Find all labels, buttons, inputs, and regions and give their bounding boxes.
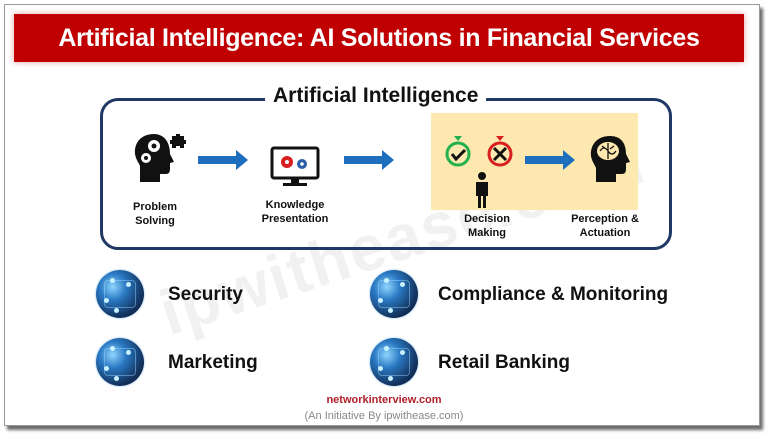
stage-label-problem-solving: Problem Solving bbox=[120, 200, 190, 228]
monitor-gears-icon bbox=[270, 146, 320, 186]
flow-arrow bbox=[344, 150, 394, 170]
head-gears-puzzle-icon bbox=[134, 134, 186, 182]
stage-label-perception-actuation: Perception & Actuation bbox=[560, 212, 650, 240]
stage-label-line2: Making bbox=[468, 227, 506, 239]
page-title: Artificial Intelligence: AI Solutions in… bbox=[58, 23, 700, 52]
stage-label-line1: Perception & bbox=[571, 213, 639, 225]
flow-arrow bbox=[525, 150, 575, 170]
stage-label-line1: Decision bbox=[464, 213, 510, 225]
decision-check-cross-person-icon bbox=[445, 136, 513, 208]
title-banner: Artificial Intelligence: AI Solutions in… bbox=[14, 14, 744, 62]
stage-label-line2: Presentation bbox=[261, 213, 329, 225]
flow-arrow bbox=[198, 150, 248, 170]
globe-circuit-icon bbox=[370, 338, 418, 386]
globe-circuit-icon bbox=[96, 270, 144, 318]
footer-note: (An Initiative By ipwithease.com) bbox=[304, 410, 464, 422]
stage-label-line2: Actuation bbox=[579, 227, 631, 239]
stage-label-line1: Problem bbox=[132, 201, 177, 213]
stage-label-line2: Solving bbox=[135, 215, 175, 227]
head-brain-icon bbox=[590, 136, 630, 182]
stage-label-line1: Knowledge bbox=[265, 199, 325, 211]
application-security: Security bbox=[168, 284, 243, 305]
application-retail-banking: Retail Banking bbox=[438, 352, 570, 373]
stage-label-decision-making: Decision Making bbox=[452, 212, 522, 240]
stage-label-knowledge-presentation: Knowledge Presentation bbox=[255, 198, 335, 226]
footer-site-link[interactable]: networkinterview.com bbox=[326, 394, 442, 406]
globe-circuit-icon bbox=[96, 338, 144, 386]
application-compliance-monitoring: Compliance & Monitoring bbox=[438, 284, 669, 305]
globe-circuit-icon bbox=[370, 270, 418, 318]
diagram-title: Artificial Intelligence bbox=[265, 84, 487, 108]
application-marketing: Marketing bbox=[168, 352, 258, 373]
